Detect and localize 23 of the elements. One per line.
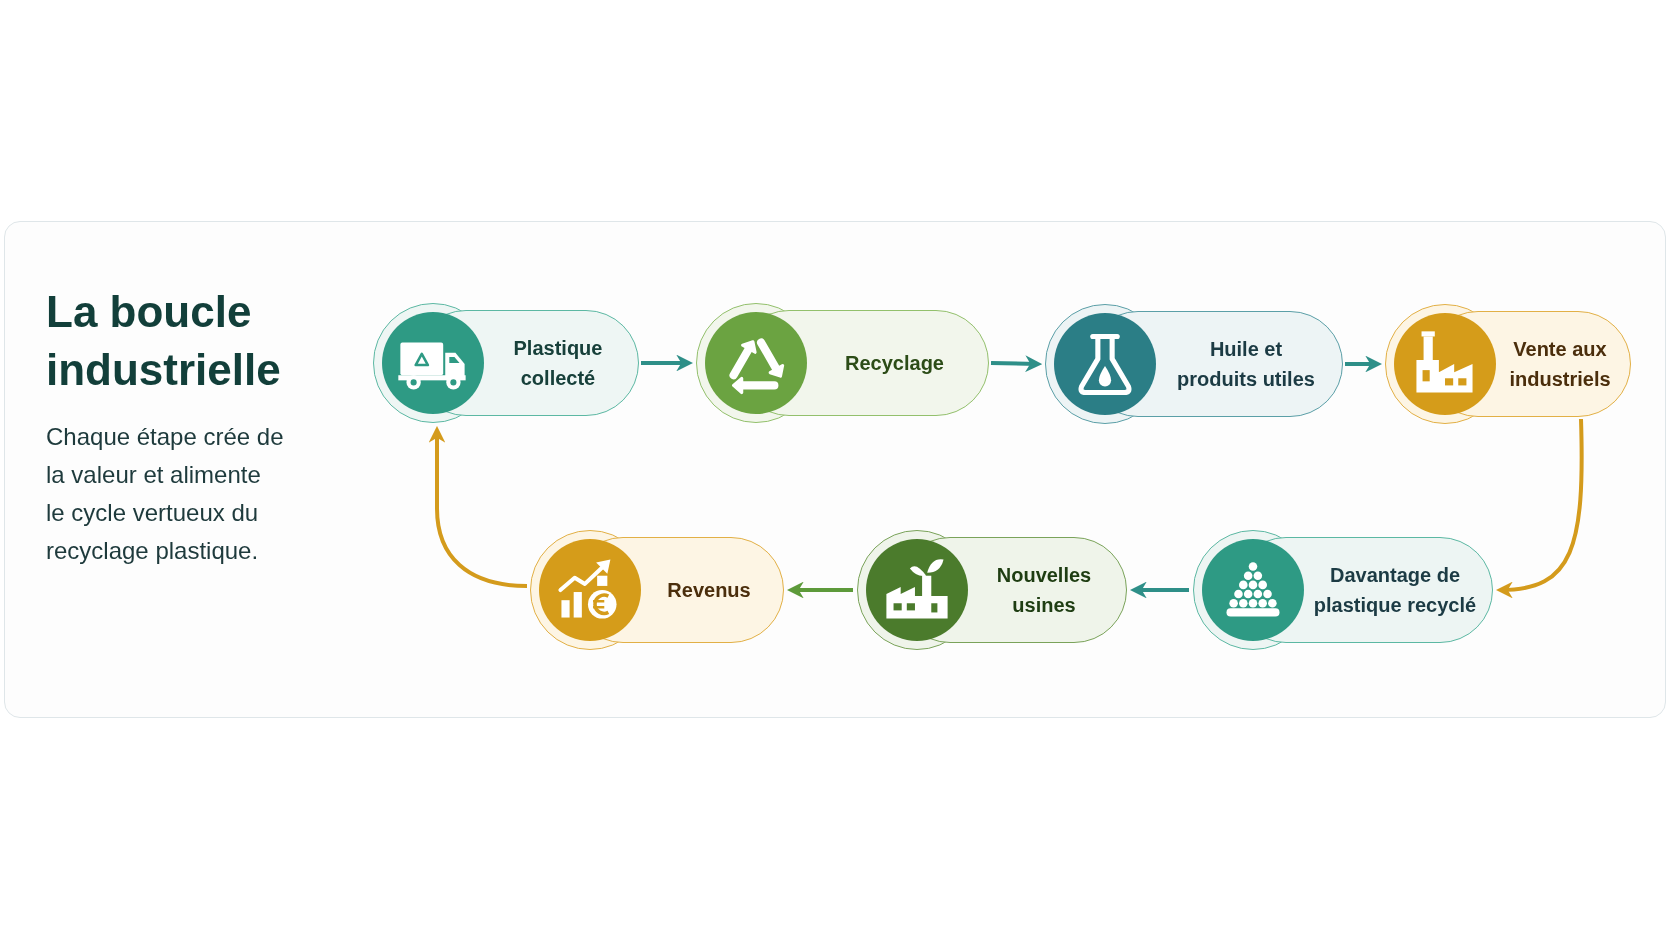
- step-label: Vente aux industriels: [1508, 337, 1612, 392]
- step-label: Revenus: [667, 578, 751, 603]
- process-step: [1385, 304, 1631, 424]
- arrow: [990, 355, 1043, 373]
- arrow: [641, 354, 694, 372]
- process-step: [373, 303, 639, 423]
- process-step: [530, 530, 784, 650]
- process-step: [1045, 304, 1343, 424]
- title: La boucle industrielle: [46, 286, 282, 396]
- process-step: [1193, 530, 1493, 650]
- step-label: Davantage de plastique recyclé: [1312, 563, 1478, 618]
- step-label: Recyclage: [845, 351, 944, 376]
- step-label: Nouvelles usines: [995, 563, 1093, 618]
- arrow: [786, 581, 853, 599]
- process-step: [696, 303, 989, 423]
- arrow: [1345, 355, 1383, 373]
- step-label: Plastique collecté: [512, 336, 604, 391]
- arrow: [1129, 581, 1189, 599]
- arrow: [1495, 418, 1584, 598]
- description-text: Chaque étape crée de la valeur et alimente le cycle vertueux du recyclage plastique.: [46, 422, 285, 566]
- arrow: [428, 425, 528, 588]
- step-label: Huile et produits utiles: [1176, 337, 1316, 392]
- process-step: [857, 530, 1127, 650]
